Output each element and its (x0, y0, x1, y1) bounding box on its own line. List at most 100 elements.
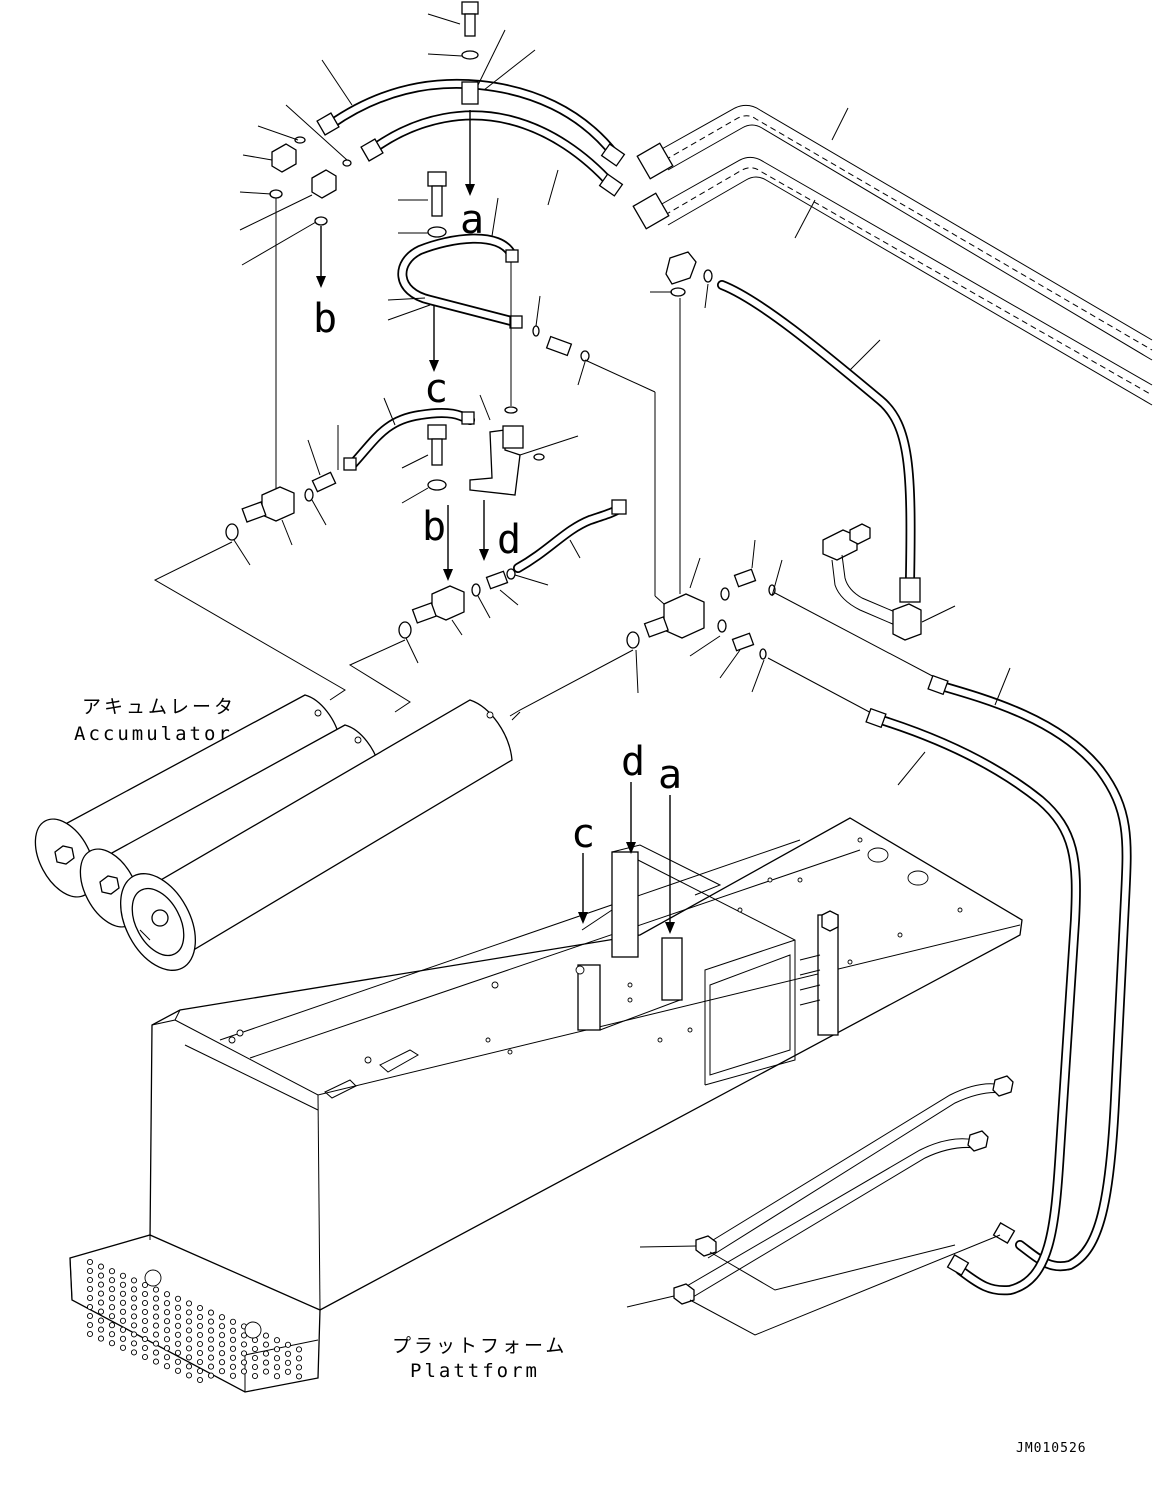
grating-hole (196, 1349, 204, 1357)
grating-hole (174, 1340, 182, 1347)
grating-hole (119, 1281, 127, 1288)
grating-hole (284, 1359, 292, 1366)
grating-hole (218, 1359, 226, 1366)
grating-hole (86, 1294, 94, 1302)
ref-letter-c-frame: c (571, 811, 595, 857)
middle-hose-assembly (307, 171, 627, 619)
grating-hole (229, 1318, 237, 1325)
grating-hole (152, 1358, 160, 1365)
grating-hole (207, 1318, 215, 1325)
grating-hole (97, 1299, 105, 1306)
grating-hole (108, 1313, 116, 1320)
grating-hole (152, 1331, 160, 1338)
grating-hole (163, 1327, 171, 1334)
frame-platform (69, 817, 1023, 1393)
grating-hole (108, 1295, 116, 1302)
grating-hole (251, 1345, 259, 1353)
ref-letter-c-top: c (424, 366, 448, 412)
grating-hole (295, 1364, 303, 1371)
grating-hole (240, 1359, 248, 1366)
frame-arrows (578, 782, 675, 934)
grating-hole (251, 1354, 259, 1362)
top-right-pipes (632, 104, 1153, 406)
grating-hole (130, 1340, 138, 1347)
grating-hole (196, 1304, 204, 1312)
grating-hole (229, 1345, 237, 1352)
grating-hole (185, 1300, 193, 1307)
grating-hole (97, 1308, 105, 1315)
grating-hole (97, 1281, 105, 1288)
grating-hole (229, 1354, 237, 1361)
grating-hole (108, 1304, 116, 1311)
grating-hole (207, 1327, 215, 1334)
grating-hole (163, 1345, 171, 1352)
grating-hole (185, 1336, 193, 1343)
grating-hole (251, 1363, 259, 1371)
grating-hole (185, 1372, 193, 1379)
grating-hole (130, 1349, 138, 1356)
accumulators (34, 694, 521, 971)
grating-hole (141, 1317, 149, 1325)
grating-hole (86, 1276, 94, 1284)
grating-hole (218, 1314, 226, 1321)
grating-hole (273, 1355, 281, 1362)
grating-hole (163, 1291, 171, 1298)
grating-hole (284, 1350, 292, 1357)
grating-hole (108, 1286, 116, 1293)
grating-hole (229, 1363, 237, 1370)
grating-hole (141, 1308, 149, 1316)
grating-hole (229, 1327, 237, 1334)
grating-hole (119, 1317, 127, 1324)
grating-hole (273, 1373, 281, 1380)
grating-hole (108, 1340, 116, 1347)
grating-hole (185, 1327, 193, 1334)
grating-hole (97, 1326, 105, 1333)
grating-hole (163, 1354, 171, 1361)
grating-hole (163, 1300, 171, 1307)
grating-hole (273, 1346, 281, 1353)
grating-hole (262, 1350, 270, 1357)
grating-hole (97, 1272, 105, 1279)
grating-hole (218, 1368, 226, 1375)
ref-letter-a-top: a (460, 197, 484, 243)
connection-lines (153, 541, 634, 717)
grating-hole (130, 1304, 138, 1311)
grating-hole (185, 1363, 193, 1370)
grating-hole (119, 1344, 127, 1351)
accumulator-label-jp: アキュムレータ (82, 696, 236, 718)
grating-hole (141, 1344, 149, 1352)
grating-hole (185, 1354, 193, 1361)
grating-hole (130, 1286, 138, 1293)
grating-hole (108, 1277, 116, 1284)
grating-hole (240, 1350, 248, 1357)
ref-letter-d-mid: d (497, 517, 521, 563)
grating-hole (295, 1346, 303, 1353)
drawing-code: JM010526 (1016, 1441, 1087, 1456)
grating-hole (119, 1272, 127, 1279)
grating-hole (119, 1326, 127, 1333)
grating-hole (174, 1313, 182, 1320)
ref-letter-a-frame: a (658, 752, 682, 798)
grating-hole (196, 1358, 204, 1366)
grating-hole (130, 1331, 138, 1338)
grating-hole (130, 1313, 138, 1320)
grating-hole (174, 1349, 182, 1356)
grating-hole (86, 1285, 94, 1293)
grating-hole (273, 1364, 281, 1371)
grating-hole (295, 1355, 303, 1362)
grating-hole (218, 1332, 226, 1339)
grating-hole (163, 1336, 171, 1343)
grating-hole (207, 1354, 215, 1361)
grating-hole (284, 1368, 292, 1375)
grating-hole (108, 1268, 116, 1275)
grating-hole (196, 1313, 204, 1321)
grating-hole (163, 1318, 171, 1325)
grating-hole (97, 1263, 105, 1270)
grating-hole (174, 1367, 182, 1374)
platform-label-en: Plattform (410, 1360, 540, 1382)
grating-hole (262, 1359, 270, 1366)
grating-hole (152, 1349, 160, 1356)
grating-hole (86, 1330, 94, 1338)
